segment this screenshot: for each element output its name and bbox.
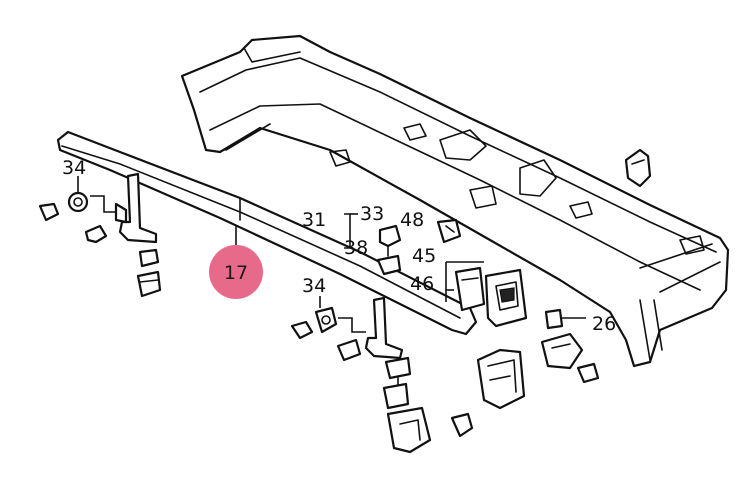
callout-33: 33 [360, 203, 384, 225]
callout-31: 31 [302, 209, 326, 231]
hardware-left [38, 191, 162, 298]
callout-48: 48 [400, 209, 424, 231]
hardware-right [450, 308, 600, 438]
callout-38: 38 [344, 237, 368, 259]
highlight-callout[interactable]: 17 [209, 245, 263, 299]
highlight-circle [209, 245, 263, 299]
clip-part [624, 148, 652, 188]
callout-46: 46 [410, 273, 434, 295]
hardware-middle [290, 213, 528, 454]
callout-34-left: 34 [62, 157, 86, 179]
bumper-face [180, 34, 730, 368]
callout-26: 26 [592, 313, 616, 335]
callout-45: 45 [412, 245, 436, 267]
highlight-number: 17 [224, 262, 248, 284]
callout-34-middle: 34 [302, 275, 326, 297]
